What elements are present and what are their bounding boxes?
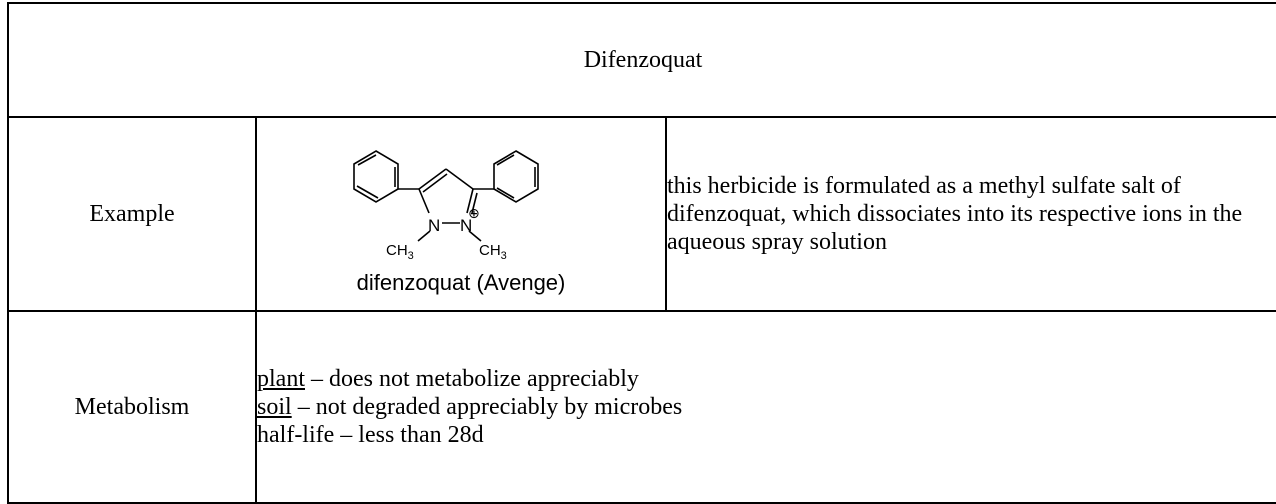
structure-caption: difenzoquat (Avenge) <box>356 270 566 295</box>
plant-term: plant <box>257 366 305 392</box>
metabolism-details: plant – does not metabolize appreciably … <box>254 310 1276 504</box>
example-row: Example <box>7 116 1276 312</box>
atom-n2: N <box>460 216 472 235</box>
metabolism-label: Metabolism <box>7 310 257 504</box>
metabolism-plant-line: plant – does not metabolize appreciably <box>257 365 1276 393</box>
methyl-right: CH3 <box>479 242 507 262</box>
soil-text: – not degraded appreciably by microbes <box>291 394 683 420</box>
metabolism-halflife-line: half-life – less than 28d <box>257 422 484 448</box>
metabolism-row: Metabolism plant – does not metabolize a… <box>7 310 1276 504</box>
example-label: Example <box>7 116 257 312</box>
atom-n1: N <box>428 216 440 235</box>
plant-text: – does not metabolize appreciably <box>305 366 639 392</box>
methyl-left: CH3 <box>386 242 414 262</box>
title-row: Difenzoquat <box>6 2 1276 118</box>
table-title: Difenzoquat <box>6 2 1276 118</box>
soil-term: soil <box>257 394 292 420</box>
metabolism-soil-line: soil – not degraded appreciably by micro… <box>257 393 1276 421</box>
charge-symbol: ⊕ <box>468 205 480 221</box>
structure-cell: N N ⊕ CH3 CH3 difenzoquat (Avenge) <box>255 116 667 312</box>
difenzoquat-structure: N N ⊕ CH3 CH3 <box>353 150 539 262</box>
example-description: this herbicide is formulated as a methyl… <box>664 116 1276 312</box>
herbicide-table: Difenzoquat Example <box>6 2 1276 504</box>
